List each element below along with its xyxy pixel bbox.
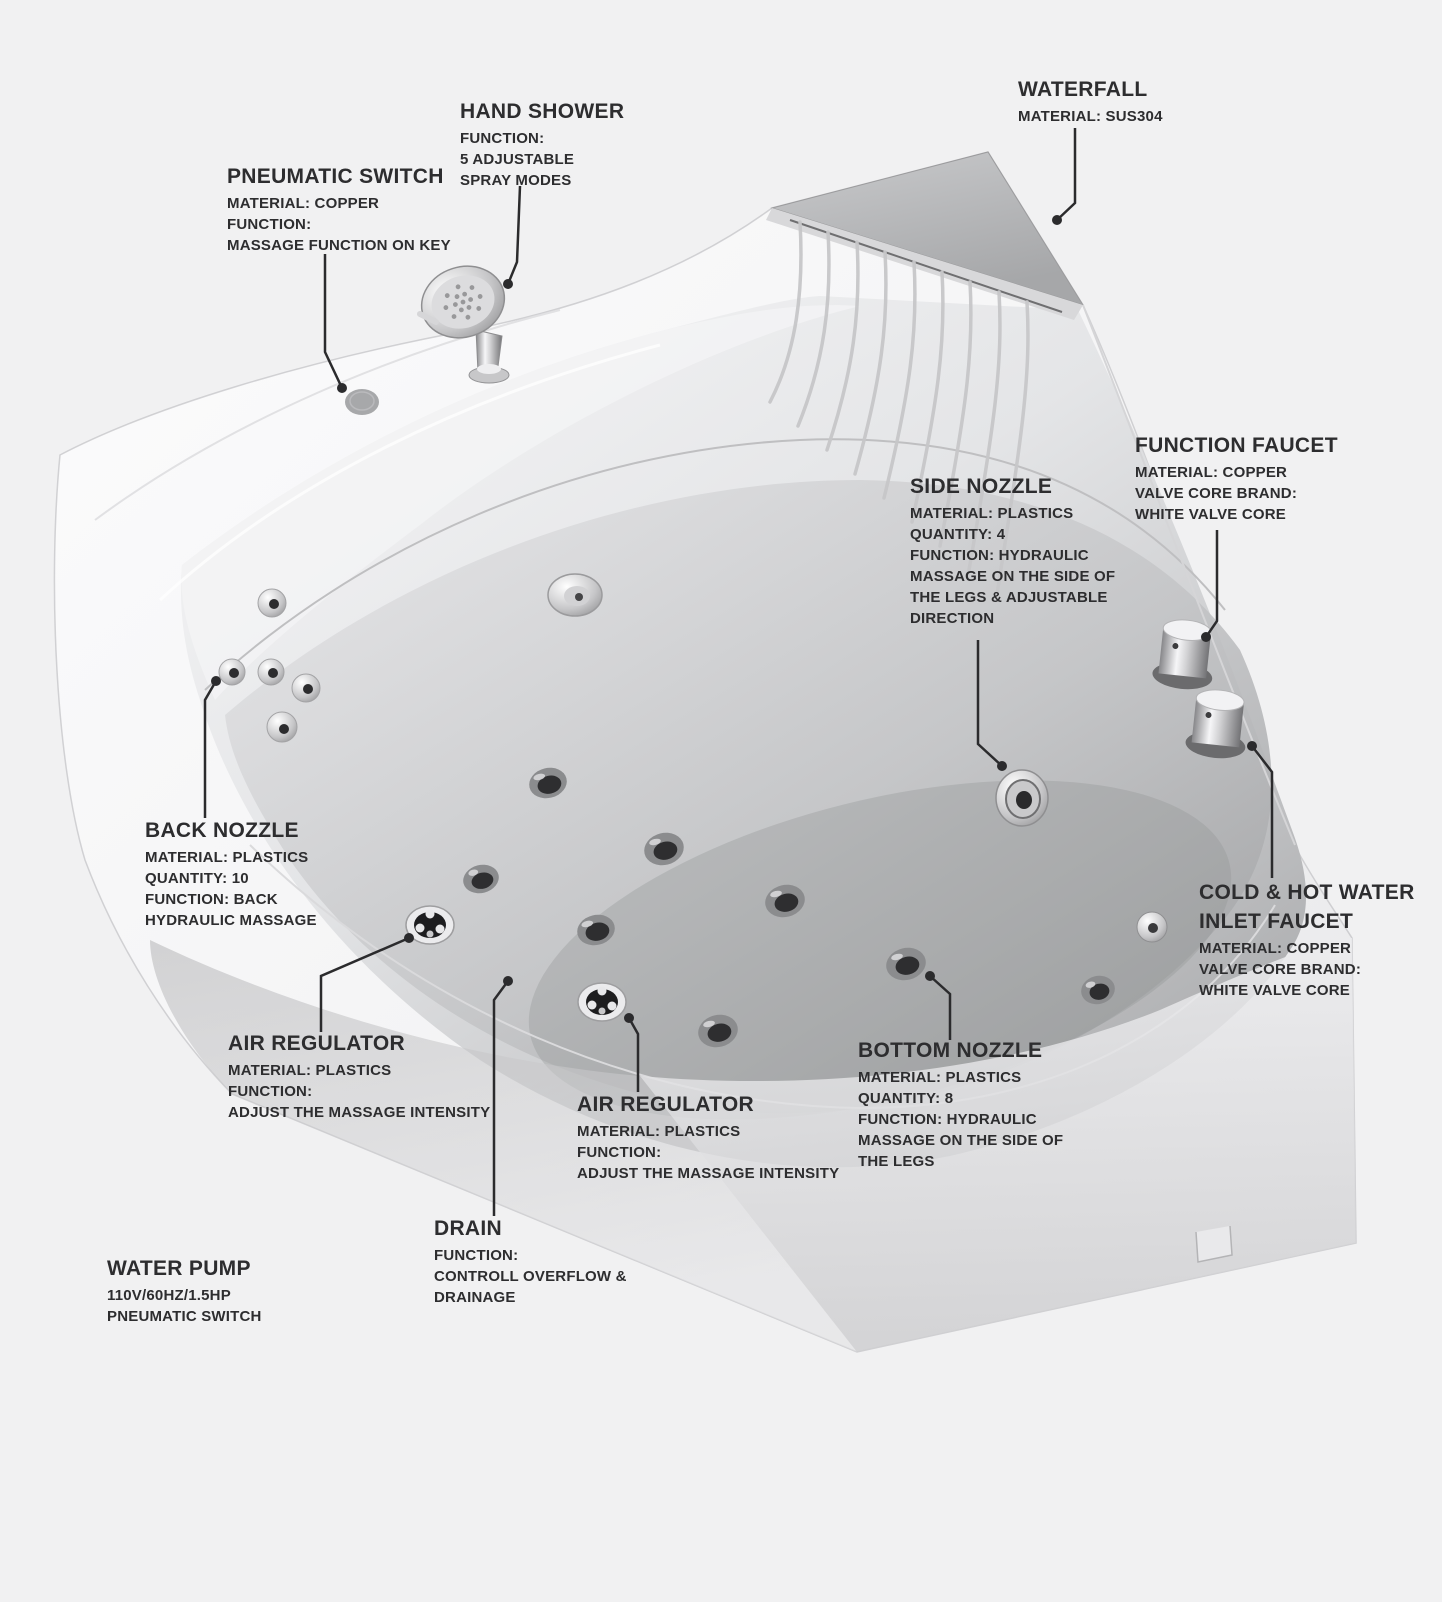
leader-waterfall bbox=[1056, 128, 1077, 221]
label-line: 110V/60HZ/1.5HP bbox=[107, 1287, 231, 1304]
leader-hand-shower bbox=[506, 185, 522, 285]
leader-drain bbox=[492, 980, 510, 1216]
label-side-nozzle: SIDE NOZZLE MATERIAL: PLASTICS QUANTITY:… bbox=[910, 474, 1115, 629]
leader-air-regulator-center bbox=[627, 1017, 640, 1092]
leader-cold-hot-inlet bbox=[1251, 745, 1274, 878]
label-line: 5 ADJUSTABLE bbox=[460, 151, 575, 168]
label-line: FUNCTION: HYDRAULIC bbox=[910, 547, 1089, 564]
label-air-regulator-left: AIR REGULATOR MATERIAL: PLASTICS FUNCTIO… bbox=[228, 1031, 490, 1123]
label-line: QUANTITY: 4 bbox=[910, 526, 1006, 543]
leader-bottom-nozzle bbox=[929, 975, 952, 1040]
air-regulator-knob-center bbox=[577, 982, 627, 1022]
label-line: MATERIAL: PLASTICS bbox=[858, 1069, 1022, 1086]
label-title: AIR REGULATOR bbox=[577, 1093, 754, 1116]
hand-shower bbox=[417, 265, 510, 384]
leader-air-regulator-left bbox=[319, 936, 410, 1032]
label-title: COLD & HOT WATER bbox=[1199, 881, 1415, 904]
function-faucet-knob bbox=[1152, 619, 1213, 690]
backrest-ribs bbox=[768, 220, 1030, 596]
label-line: MATERIAL: PLASTICS bbox=[228, 1062, 392, 1079]
side-nozzle-right bbox=[1136, 911, 1168, 943]
label-line: FUNCTION: bbox=[460, 130, 545, 147]
label-title: WATER PUMP bbox=[107, 1257, 251, 1280]
label-waterfall: WATERFALL MATERIAL: SUS304 bbox=[1018, 77, 1163, 127]
label-line: FUNCTION: bbox=[227, 216, 312, 233]
label-title: WATERFALL bbox=[1018, 78, 1148, 101]
leader-pneumatic-switch bbox=[323, 254, 344, 389]
apron-shading bbox=[94, 304, 1356, 1352]
label-bottom-nozzle: BOTTOM NOZZLE MATERIAL: PLASTICS QUANTIT… bbox=[858, 1038, 1063, 1172]
leader-back-nozzle bbox=[203, 680, 218, 818]
label-line: FUNCTION: bbox=[577, 1144, 662, 1161]
label-line: QUANTITY: 10 bbox=[145, 870, 249, 887]
label-line: MATERIAL: PLASTICS bbox=[145, 849, 309, 866]
overflow-ring bbox=[547, 573, 603, 617]
label-line: MASSAGE ON THE SIDE OF bbox=[858, 1132, 1064, 1149]
label-line: CONTROLL OVERFLOW & bbox=[434, 1268, 627, 1285]
label-title: PNEUMATIC SWITCH bbox=[227, 165, 444, 188]
leader-lines bbox=[203, 128, 1274, 1216]
label-line: ADJUST THE MASSAGE INTENSITY bbox=[577, 1165, 840, 1182]
label-line: ADJUST THE MASSAGE INTENSITY bbox=[228, 1104, 491, 1121]
leader-function-faucet bbox=[1204, 530, 1219, 638]
label-line: FUNCTION: bbox=[228, 1083, 313, 1100]
side-nozzle-ring bbox=[995, 769, 1049, 827]
label-line: HYDRAULIC MASSAGE bbox=[145, 912, 317, 929]
label-line: THE LEGS bbox=[858, 1153, 935, 1170]
label-title: AIR REGULATOR bbox=[228, 1032, 405, 1055]
label-line: MATERIAL: PLASTICS bbox=[577, 1123, 741, 1140]
label-line: MATERIAL: COPPER bbox=[227, 195, 380, 212]
apron-notch bbox=[1195, 1225, 1233, 1263]
label-back-nozzle: BACK NOZZLE MATERIAL: PLASTICS QUANTITY:… bbox=[145, 818, 317, 931]
label-line: FUNCTION: bbox=[434, 1247, 519, 1264]
label-line: WHITE VALVE CORE bbox=[1135, 506, 1286, 523]
waterfall-slot bbox=[789, 219, 1063, 313]
label-line: THE LEGS & ADJUSTABLE bbox=[910, 589, 1108, 606]
label-line: VALVE CORE BRAND: bbox=[1135, 485, 1298, 502]
label-line: WHITE VALVE CORE bbox=[1199, 982, 1350, 999]
label-line: DIRECTION bbox=[910, 610, 995, 627]
label-hand-shower: HAND SHOWER FUNCTION: 5 ADJUSTABLE SPRAY… bbox=[460, 99, 624, 191]
air-regulator-knob-left bbox=[405, 905, 455, 945]
label-cold-hot-inlet-faucet: COLD & HOT WATER INLET FAUCET MATERIAL: … bbox=[1199, 880, 1415, 1001]
label-line: SPRAY MODES bbox=[460, 172, 572, 189]
label-line: QUANTITY: 8 bbox=[858, 1090, 954, 1107]
label-line: MATERIAL: SUS304 bbox=[1018, 108, 1163, 125]
label-line: DRAINAGE bbox=[434, 1289, 516, 1306]
label-line: FUNCTION: BACK bbox=[145, 891, 278, 908]
back-nozzle-group bbox=[218, 588, 321, 743]
waterfall-deck bbox=[766, 151, 1085, 320]
label-title: DRAIN bbox=[434, 1217, 502, 1240]
bottom-nozzle-group bbox=[463, 767, 1115, 1048]
label-line: PNEUMATIC SWITCH bbox=[107, 1308, 262, 1325]
inlet-faucet-knob bbox=[1185, 689, 1246, 759]
label-line: MATERIAL: PLASTICS bbox=[910, 505, 1074, 522]
label-drain: DRAIN FUNCTION: CONTROLL OVERFLOW & DRAI… bbox=[434, 1216, 627, 1308]
label-title: SIDE NOZZLE bbox=[910, 475, 1053, 498]
label-line: MATERIAL: COPPER bbox=[1135, 464, 1288, 481]
label-line: FUNCTION: HYDRAULIC bbox=[858, 1111, 1037, 1128]
label-air-regulator-center: AIR REGULATOR MATERIAL: PLASTICS FUNCTIO… bbox=[577, 1092, 839, 1184]
label-line: MATERIAL: COPPER bbox=[1199, 940, 1352, 957]
label-line: MASSAGE ON THE SIDE OF bbox=[910, 568, 1116, 585]
leader-side-nozzle bbox=[976, 640, 1003, 767]
label-title: BACK NOZZLE bbox=[145, 819, 299, 842]
label-line: VALVE CORE BRAND: bbox=[1199, 961, 1362, 978]
label-title: HAND SHOWER bbox=[460, 100, 625, 123]
label-title: FUNCTION FAUCET bbox=[1135, 434, 1338, 457]
label-function-faucet: FUNCTION FAUCET MATERIAL: COPPER VALVE C… bbox=[1135, 433, 1338, 525]
label-pneumatic-switch: PNEUMATIC SWITCH MATERIAL: COPPER FUNCTI… bbox=[227, 164, 451, 256]
label-water-pump: WATER PUMP 110V/60HZ/1.5HP PNEUMATIC SWI… bbox=[107, 1256, 262, 1327]
label-title: BOTTOM NOZZLE bbox=[858, 1039, 1043, 1062]
label-title-line2: INLET FAUCET bbox=[1199, 910, 1354, 933]
leader-dots bbox=[211, 215, 1257, 1023]
label-line: MASSAGE FUNCTION ON KEY bbox=[227, 237, 451, 254]
pneumatic-switch-button bbox=[345, 389, 379, 415]
